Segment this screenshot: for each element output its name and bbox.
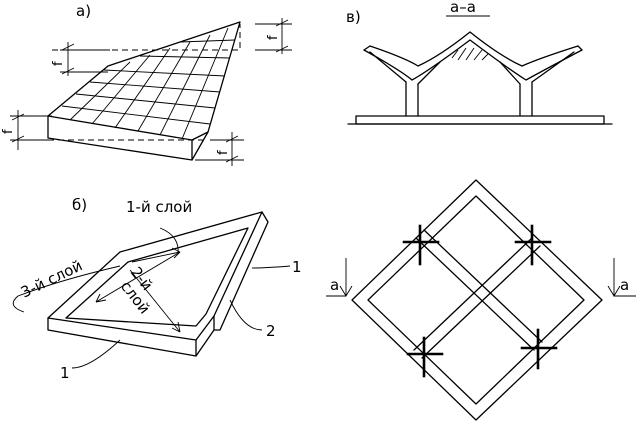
dim-f-left: f (51, 61, 66, 66)
dim-f-lower-right: f (216, 150, 231, 155)
figure-v-label: в) (346, 8, 361, 26)
callout-1-right: 1 (292, 258, 302, 276)
section-mark-left: а (330, 276, 339, 294)
figure-v-section: в) а–а (346, 0, 613, 125)
figure-b-label: б) (72, 196, 87, 214)
column-markers (402, 224, 558, 378)
apex-hatch (451, 47, 489, 61)
callout-1-bottom: 1 (60, 364, 70, 382)
dim-f-right: f (266, 35, 281, 40)
figure-plan-view: а а (326, 179, 636, 421)
figure-b-panel: б) 1-й слой 3-й слой 2-й слой 1 2 1 (12, 196, 302, 382)
section-mark-right: а (620, 276, 629, 294)
figure-a-label: а) (76, 2, 91, 20)
callout-2: 2 (266, 322, 276, 340)
layer-3-label: 3-й слой (18, 256, 85, 301)
layer-1-label: 1-й слой (126, 198, 192, 216)
figure-a-panel: f f f f (1, 18, 292, 166)
figure-a-dimensions (10, 18, 292, 166)
figure-a-grid (61, 27, 236, 140)
dim-f-lower-left: f (1, 129, 16, 134)
section-title: а–а (450, 0, 476, 16)
